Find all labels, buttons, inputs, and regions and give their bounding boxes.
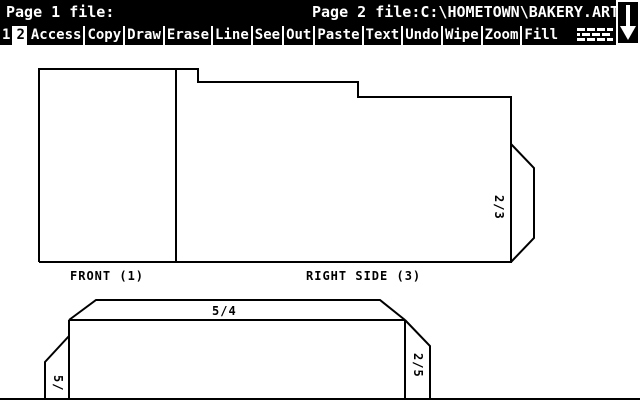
- menu-erase[interactable]: Erase: [165, 26, 214, 45]
- menu-fill[interactable]: Fill: [524, 27, 559, 43]
- menu-out[interactable]: Out: [284, 26, 316, 45]
- front-label: FRONT (1): [70, 269, 145, 283]
- down-arrow-icon[interactable]: [616, 0, 640, 45]
- top-tab-label: 5/4: [212, 304, 237, 318]
- right-side-label: RIGHT SIDE (3): [306, 269, 422, 283]
- menu-undo[interactable]: Undo: [403, 26, 443, 45]
- menu-access[interactable]: Access: [29, 26, 86, 45]
- page1-file-label: Page 1 file:: [6, 3, 115, 21]
- front-panel-outline: [38, 68, 512, 263]
- title-bar: Page 1 file: Page 2 file:C:\HOMETOWN\BAK…: [0, 0, 640, 26]
- menu-draw[interactable]: Draw: [125, 26, 165, 45]
- right-tab2-label: 2/5: [411, 353, 425, 378]
- drawing-canvas[interactable]: FRONT (1) RIGHT SIDE (3) 2/3 5/4 5/ 2/5: [0, 45, 640, 400]
- menu-line[interactable]: Line: [213, 26, 253, 45]
- menu-text[interactable]: Text: [364, 26, 404, 45]
- lower-top-tab: [68, 299, 406, 321]
- menu-copy[interactable]: Copy: [85, 26, 126, 45]
- page2-file-label: Page 2 file:C:\HOMETOWN\BAKERY.ART: [312, 3, 620, 21]
- menu-page-2[interactable]: 2: [14, 26, 29, 45]
- tab-label-right: 2/3: [492, 195, 506, 220]
- menu-paste[interactable]: Paste: [315, 26, 364, 45]
- menu-items: 1 2 Access Copy Draw Erase Line See Out …: [0, 26, 560, 45]
- menu-zoom[interactable]: Zoom: [483, 26, 523, 45]
- lower-left-tab: [44, 335, 70, 400]
- brick-wall-icon[interactable]: [576, 26, 614, 45]
- lower-right-tab: [404, 319, 431, 400]
- left-tab-label: 5/: [51, 375, 65, 392]
- menu-see[interactable]: See: [253, 26, 285, 45]
- menu-page-1[interactable]: 1: [0, 26, 15, 45]
- right-side-tab: [510, 143, 535, 263]
- menu-bar: 1 2 Access Copy Draw Erase Line See Out …: [0, 26, 640, 45]
- menu-wipe[interactable]: Wipe: [443, 26, 483, 45]
